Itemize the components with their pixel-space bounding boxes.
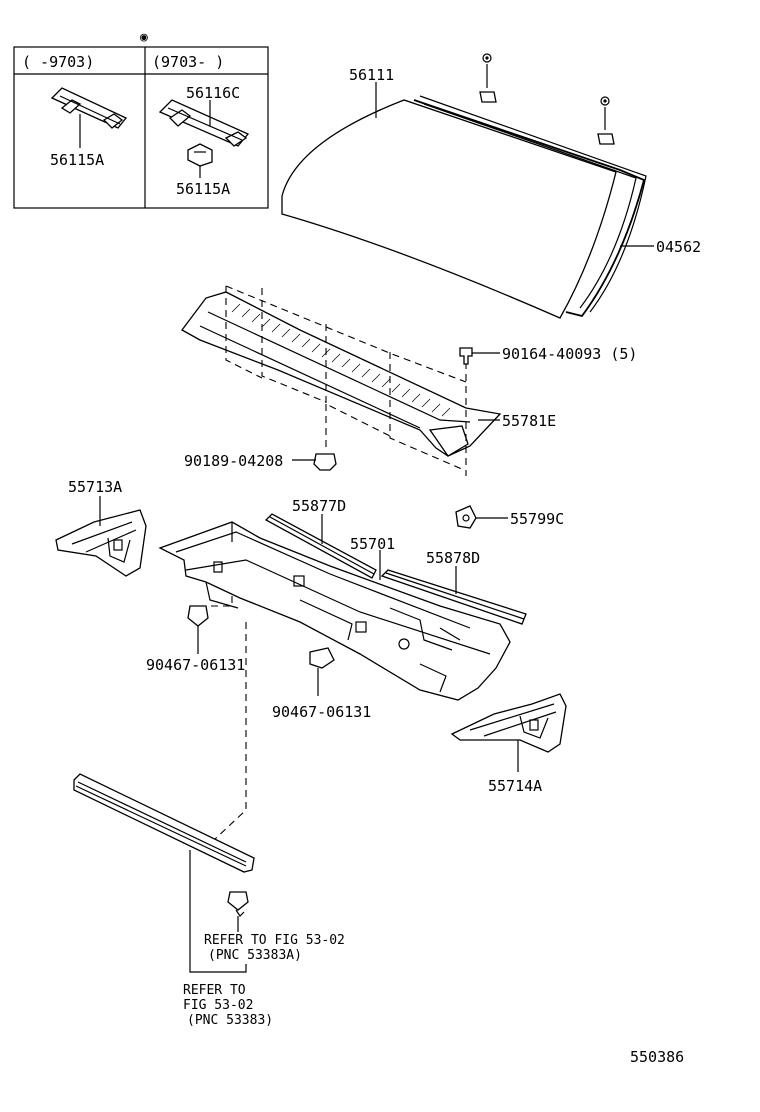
clip-right-part-label: 55799C xyxy=(510,510,564,528)
cowl-panel-part-label: 55701 xyxy=(350,535,395,553)
seal-right-part-label: 55878D xyxy=(426,549,480,567)
cowl-panel xyxy=(158,521,511,701)
figure-number: 550386 xyxy=(630,1048,684,1066)
side-right-part-label: 55714A xyxy=(488,777,542,795)
refer-2-line1: REFER TO xyxy=(183,983,246,998)
refer-1-line2: (PNC 53383A) xyxy=(208,948,302,963)
inset-left-part-label: 56115A xyxy=(50,151,104,169)
clip-icon xyxy=(227,891,249,917)
cowl-top-part-label: 55781E xyxy=(502,412,556,430)
alignment-lines xyxy=(204,285,467,841)
side-panel-right xyxy=(450,693,567,753)
spacer-icon xyxy=(479,53,615,145)
inset-right-bottom-part-label: 56115A xyxy=(176,180,230,198)
hood-seal-strip xyxy=(73,773,255,873)
bracket-icon xyxy=(50,87,128,129)
cowl-top-panel xyxy=(181,291,502,457)
bracket-clip-icon xyxy=(158,99,250,167)
refer-2-line2: FIG 53-02 xyxy=(183,998,253,1013)
side-left-part-label: 55713A xyxy=(68,478,122,496)
bolt-part-label: 90164-40093 (5) xyxy=(502,345,637,363)
clip-icon xyxy=(313,453,337,471)
side-panel-left xyxy=(55,509,147,577)
molding-part-label: 04562 xyxy=(656,238,701,256)
bolt-icon xyxy=(459,347,473,365)
inset-marker: ◉ xyxy=(140,30,148,45)
inset-col-right-label: (9703- ) xyxy=(152,53,224,71)
refer-1-line1: REFER TO FIG 53-02 xyxy=(204,933,345,948)
seal-strip-right xyxy=(380,569,527,625)
windshield-part-label: 56111 xyxy=(349,66,394,84)
clip-center-part-label: 90467-06131 xyxy=(272,703,371,721)
refer-2-line3: (PNC 53383) xyxy=(187,1013,273,1028)
windshield-glass xyxy=(281,95,647,319)
seal-strip-upper xyxy=(264,513,377,579)
inset-right-top-part-label: 56116C xyxy=(186,84,240,102)
seal-upper-part-label: 55877D xyxy=(292,497,346,515)
inset-col-left-label: ( -9703) xyxy=(22,53,94,71)
clip-icon xyxy=(309,647,335,669)
inset-box: ◉ ( -9703) (9703- ) 56115A 56116C 56115A xyxy=(13,30,269,209)
clip-left-part-label: 90467-06131 xyxy=(146,656,245,674)
clip-mid-part-label: 90189-04208 xyxy=(184,452,283,470)
clip-icon xyxy=(187,605,209,627)
clip-icon xyxy=(455,505,477,529)
